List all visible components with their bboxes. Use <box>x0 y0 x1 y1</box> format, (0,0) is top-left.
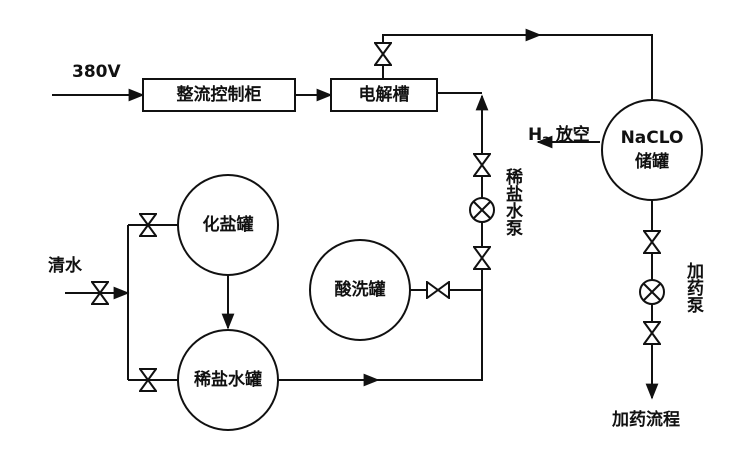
brine-tank-outlet-line <box>278 290 483 381</box>
pump-lower-valve <box>473 246 491 270</box>
naclo-tank-label-line1: NaCLO <box>620 128 684 148</box>
dosing-upper-valve <box>643 230 661 254</box>
h2-symbol: H <box>528 125 543 145</box>
salt-dissolving-tank <box>177 174 279 276</box>
dosing-pump-icon <box>639 279 665 305</box>
acid-wash-tank <box>309 239 411 341</box>
acid-tank-label: 酸洗罐 <box>334 280 386 300</box>
dosing-flow-label: 加药流程 <box>612 410 680 430</box>
rectifier-cabinet-box <box>142 78 296 112</box>
power-label: 380V <box>72 62 121 82</box>
electrolyzer-box <box>330 78 438 112</box>
dosing-lower-valve <box>643 321 661 345</box>
dosing-pump-label: 加药泵 <box>683 262 703 313</box>
dilute-brine-pump-label: 稀盐水泵 <box>502 168 522 236</box>
dilute-brine-tank <box>177 329 279 431</box>
brine-tank-label: 稀盐水罐 <box>194 370 262 390</box>
vent-text: 放空 <box>555 125 590 145</box>
fresh-water-label: 清水 <box>48 256 82 276</box>
electrolyzer-label: 电解槽 <box>358 85 410 105</box>
pump-upper-valve <box>473 153 491 177</box>
naclo-tank-label-line2: 储罐 <box>635 152 669 172</box>
h2-subscript: 2 <box>542 134 550 148</box>
dilute-brine-pump-icon <box>469 197 495 223</box>
rectifier-label: 整流控制柜 <box>176 85 262 105</box>
naclo-storage-tank <box>601 99 703 201</box>
acid-tank-valve <box>426 281 450 299</box>
h2-vent-label: H2 放空 <box>528 120 590 147</box>
salt-tank-label: 化盐罐 <box>202 215 254 235</box>
electrolyzer-outlet-valve <box>374 42 392 66</box>
